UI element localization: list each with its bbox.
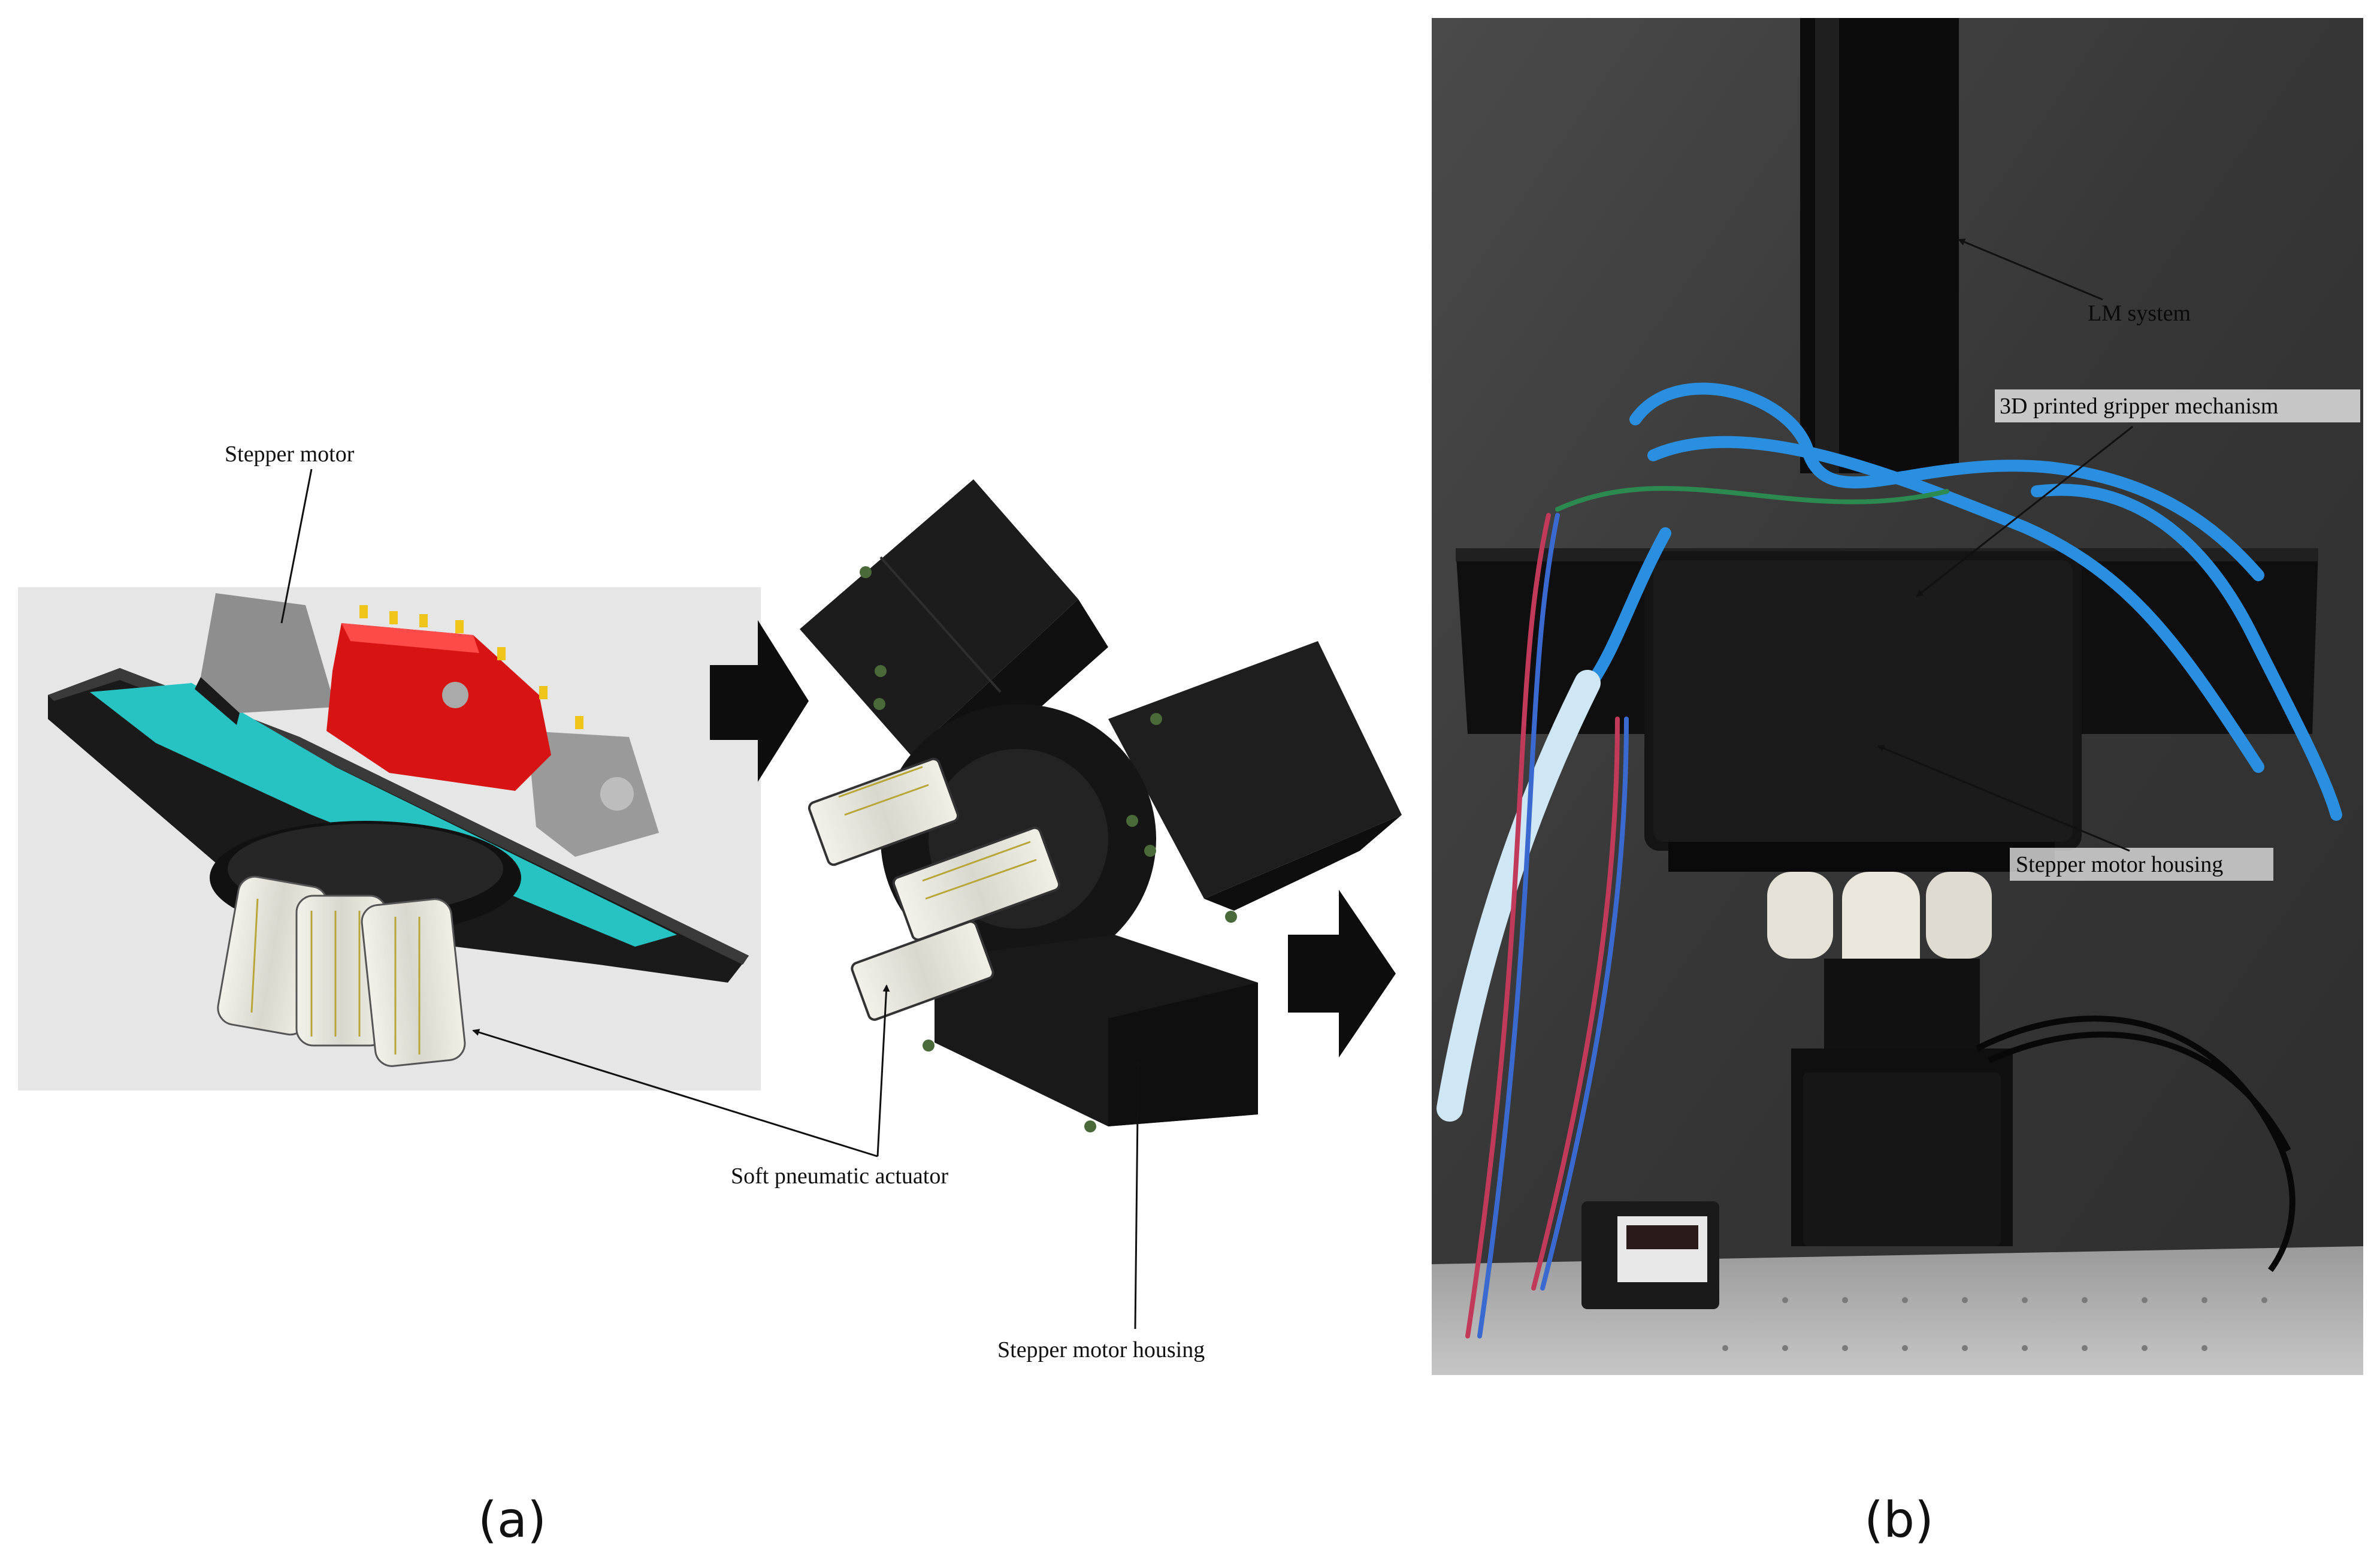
label-stepper-motor: Stepper motor [225,442,355,467]
label-lm-system: LM system [2088,301,2191,326]
label-stepper-motor-housing-photo: Stepper motor housing [2016,852,2223,877]
photo-prototype: LM system 3D printed gripper mechanism S… [1432,18,2363,1375]
leader-gripper-mechanism [1916,425,2133,597]
label-stepper-motor-housing-cad: Stepper motor housing [997,1337,1205,1362]
leader-housing-cad [1134,1059,1142,1330]
caption-panel-a: (a) [478,1492,546,1549]
leader-actuator-left [472,1029,878,1158]
leader-lm-system [1958,238,2103,301]
cad-render-assembly: Stepper motor [18,442,761,1090]
flow-arrow-1 [710,620,809,782]
label-housing-background [2010,848,2273,881]
leader-housing-photo [1877,745,2130,852]
caption-panel-b: (b) [1864,1492,1934,1549]
cad-render-housing: Soft pneumatic actuator Stepper motor ho… [472,479,1402,1362]
label-3d-printed-gripper-mechanism: 3D printed gripper mechanism [2000,394,2278,419]
leader-stepper-motor [280,469,313,624]
label-gripper-background [1995,389,2360,422]
label-soft-pneumatic-actuator: Soft pneumatic actuator [731,1164,948,1189]
leader-actuator-right [876,984,890,1157]
flow-arrow-2 [1288,890,1396,1058]
